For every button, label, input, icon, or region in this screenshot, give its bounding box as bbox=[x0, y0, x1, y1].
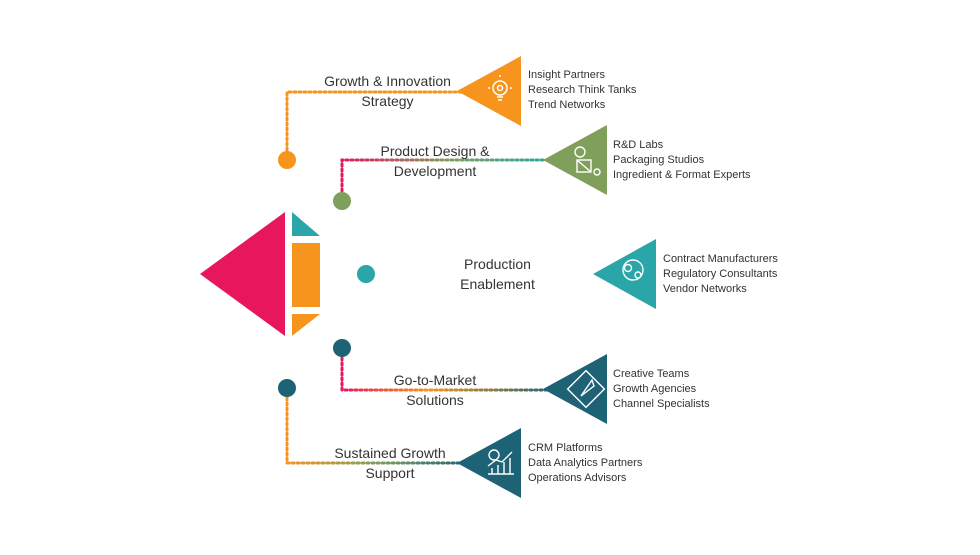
stage-title-line1: Product Design & bbox=[380, 143, 490, 159]
logo-orange-flag bbox=[292, 314, 320, 336]
stage-production bbox=[357, 239, 656, 309]
stage-triangle bbox=[457, 56, 521, 126]
list-item: R&D Labs bbox=[613, 139, 664, 151]
stage-growth-innovation bbox=[278, 56, 521, 169]
list-item: CRM Platforms bbox=[528, 442, 603, 454]
logo-magenta-triangle bbox=[200, 212, 285, 336]
center-logo bbox=[200, 212, 320, 336]
list-item: Data Analytics Partners bbox=[528, 457, 643, 469]
node-dot bbox=[333, 339, 351, 357]
stage-sustained-growth bbox=[278, 379, 521, 498]
partner-list: Creative Teams Growth Agencies Channel S… bbox=[613, 367, 710, 412]
list-item: Operations Advisors bbox=[528, 472, 627, 484]
stage-title-line1: Production bbox=[464, 256, 531, 272]
design-tools-icon bbox=[574, 146, 601, 176]
logo-teal-flag bbox=[292, 212, 320, 236]
partner-list: R&D Labs Packaging Studios Ingredient & … bbox=[613, 138, 751, 183]
partner-list: Contract Manufacturers Regulatory Consul… bbox=[663, 252, 778, 297]
connector-line bbox=[285, 90, 472, 162]
connector-line bbox=[340, 158, 558, 203]
rocket-icon bbox=[566, 369, 606, 409]
stage-triangle bbox=[543, 354, 607, 424]
growth-chart-icon bbox=[487, 449, 514, 475]
list-item: Contract Manufacturers bbox=[663, 253, 778, 265]
stage-title: Go-to-Market Solutions bbox=[375, 370, 495, 410]
stage-title-line2: Solutions bbox=[406, 392, 464, 408]
stage-title-line2: Development bbox=[393, 163, 477, 179]
partner-list: CRM Platforms Data Analytics Partners Op… bbox=[528, 441, 642, 486]
stage-title-line2: Support bbox=[365, 465, 415, 481]
list-item: Growth Agencies bbox=[613, 383, 697, 395]
list-item: Regulatory Consultants bbox=[663, 268, 778, 280]
stage-title: Production Enablement bbox=[440, 254, 555, 294]
connector-line bbox=[285, 386, 472, 465]
stage-title-line1: Growth & Innovation bbox=[324, 73, 451, 89]
stage-go-to-market bbox=[333, 339, 607, 424]
list-item: Insight Partners bbox=[528, 69, 606, 81]
node-dot bbox=[278, 379, 296, 397]
list-item: Channel Specialists bbox=[613, 398, 710, 410]
node-dot bbox=[278, 151, 296, 169]
stage-title-line1: Go-to-Market bbox=[393, 372, 477, 388]
stage-triangle bbox=[543, 125, 607, 195]
list-item: Vendor Networks bbox=[663, 283, 747, 295]
list-item: Research Think Tanks bbox=[528, 84, 637, 96]
partner-list: Insight Partners Research Think Tanks Tr… bbox=[528, 68, 636, 113]
gears-icon bbox=[622, 259, 644, 281]
stage-title: Sustained Growth Support bbox=[320, 443, 460, 483]
stage-triangle bbox=[457, 428, 521, 498]
stage-title-line1: Sustained Growth bbox=[334, 445, 446, 461]
stage-title: Growth & Innovation Strategy bbox=[320, 71, 455, 111]
node-dot bbox=[333, 192, 351, 210]
connector-line bbox=[340, 346, 558, 392]
node-dot bbox=[357, 265, 375, 283]
list-item: Creative Teams bbox=[613, 368, 690, 380]
list-item: Ingredient & Format Experts bbox=[613, 169, 751, 181]
stage-title-line2: Enablement bbox=[460, 276, 535, 292]
stage-product-design bbox=[333, 125, 607, 210]
list-item: Packaging Studios bbox=[613, 154, 705, 166]
logo-orange-bar bbox=[292, 243, 320, 307]
stage-title: Product Design & Development bbox=[370, 141, 500, 181]
lightbulb-gear-icon bbox=[488, 75, 512, 101]
stage-title-line2: Strategy bbox=[361, 93, 414, 109]
list-item: Trend Networks bbox=[528, 99, 606, 111]
